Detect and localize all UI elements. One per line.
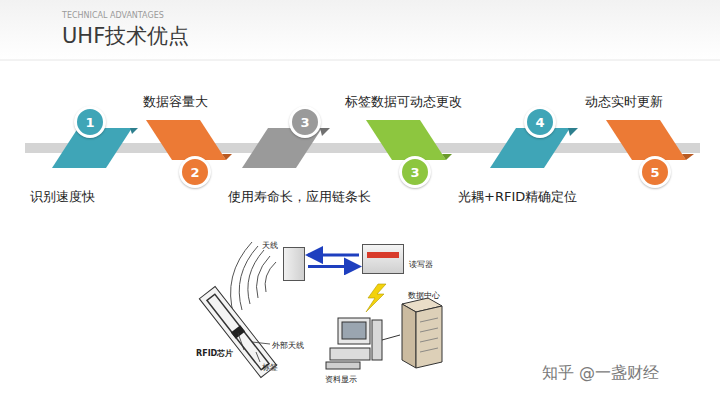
callout-number: 4 — [524, 106, 556, 138]
text-label: 识别速度快 — [30, 188, 95, 206]
callout-number: 3 — [399, 156, 431, 188]
text-label: 数据中心 — [408, 290, 440, 301]
text-label: 外部天线 — [272, 340, 304, 351]
signal-arrow — [308, 265, 359, 268]
reader-stripe — [367, 252, 399, 258]
callout-number-text: 1 — [85, 115, 94, 130]
text-label: 动态实时更新 — [585, 93, 663, 111]
text-label: 标签 — [262, 362, 278, 373]
callout-number-text: 2 — [190, 165, 199, 180]
signal-arrow — [308, 254, 359, 257]
reader-box: 读写器 — [362, 244, 404, 274]
device-label: 读写器 — [409, 259, 433, 270]
text-label: 标签数据可动态更改 — [345, 93, 462, 111]
subtitle: TECHNICAL ADVANTAGES — [62, 11, 164, 20]
callout-number-text: 4 — [535, 115, 544, 130]
slide-title: UHF技术优点 — [62, 22, 189, 50]
callout-number-text: 3 — [410, 165, 419, 180]
callout-number: 5 — [639, 156, 671, 188]
device-label: 天线 — [262, 240, 278, 251]
text-label: RFID芯片 — [196, 348, 233, 359]
callout-number-text: 5 — [650, 165, 659, 180]
watermark: 知乎 @一盏财经 — [542, 363, 659, 384]
text-label: 资料显示 — [325, 374, 357, 385]
antenna-box: 天线 — [283, 247, 305, 281]
callout-number: 1 — [74, 106, 106, 138]
text-label: 数据容量大 — [143, 93, 208, 111]
callout-number-text: 3 — [300, 115, 309, 130]
callout-number: 2 — [179, 156, 211, 188]
text-label: 使用寿命长，应用链条长 — [228, 188, 371, 206]
text-label: 光耦+RFID精确定位 — [458, 188, 577, 206]
callout-number: 3 — [289, 106, 321, 138]
